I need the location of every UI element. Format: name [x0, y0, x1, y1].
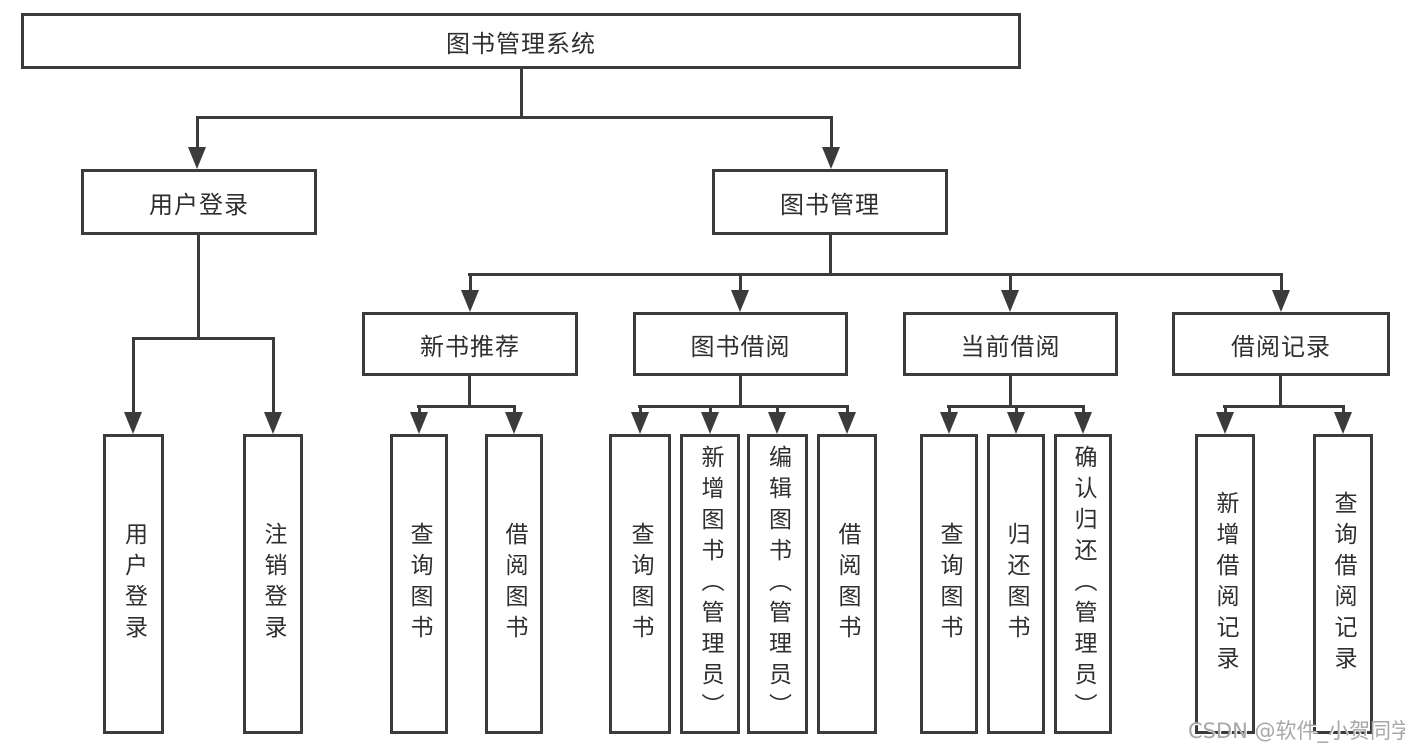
connector-book-borrow-vline — [739, 376, 742, 405]
arrow-to-current-borrow — [1001, 273, 1019, 312]
connector-new-book-recommend-hline — [417, 405, 516, 408]
arrow-to-new-book-recommend — [461, 273, 479, 312]
arrow-to-book-borrow — [731, 273, 749, 312]
connector-current-borrow-vline — [1009, 376, 1012, 405]
arrow-to-query-borrow-record — [1334, 405, 1352, 434]
connector-new-book-recommend-vline — [468, 376, 471, 405]
leaf-confirm-return-admin: 确认归还（管理员） — [1054, 434, 1112, 734]
arrow-to-add-borrow-record — [1216, 405, 1234, 434]
leaf-query-books-current-label: 查询图书 — [936, 522, 962, 646]
leaf-return-books: 归还图书 — [987, 434, 1045, 734]
arrow-to-query-books-current — [940, 405, 958, 434]
leaf-query-books-borrow: 查询图书 — [609, 434, 671, 734]
node-library-system: 图书管理系统 — [21, 13, 1021, 69]
leaf-user-login: 用户登录 — [103, 434, 164, 734]
node-new-book-recommend: 新书推荐 — [362, 312, 578, 376]
arrow-to-borrow-books-recommend — [505, 405, 523, 434]
leaf-add-borrow-record: 新增借阅记录 — [1195, 434, 1255, 734]
node-user-login: 用户登录 — [81, 169, 317, 235]
connector-book-borrow-hline — [638, 405, 849, 408]
leaf-edit-books-admin-label: 编辑图书（管理员） — [764, 444, 791, 724]
arrow-to-borrow-books — [838, 405, 856, 434]
leaf-borrow-books-recommend: 借阅图书 — [485, 434, 543, 734]
leaf-add-books-admin-label: 新增图书（管理员） — [697, 444, 723, 724]
arrow-to-user-login — [188, 116, 206, 169]
arrow-to-add-books-admin — [701, 405, 719, 434]
node-book-management: 图书管理 — [712, 169, 948, 235]
leaf-borrow-books: 借阅图书 — [817, 434, 877, 734]
connector-book-management-vline — [829, 235, 832, 273]
node-new-book-recommend-label: 新书推荐 — [420, 332, 520, 361]
node-current-borrow: 当前借阅 — [903, 312, 1118, 376]
leaf-return-books-label: 归还图书 — [1003, 522, 1029, 646]
connector-user-login-hline — [132, 337, 275, 340]
arrow-to-borrow-records — [1272, 273, 1290, 312]
node-book-borrow-label: 图书借阅 — [690, 332, 791, 361]
arrow-to-confirm-return-admin — [1074, 405, 1092, 434]
arrow-to-return-books — [1007, 405, 1025, 434]
leaf-borrow-books-recommend-label: 借阅图书 — [501, 522, 527, 646]
leaf-query-books-borrow-label: 查询图书 — [627, 522, 653, 646]
arrow-to-book-management — [822, 116, 840, 169]
leaf-confirm-return-admin-label: 确认归还（管理员） — [1070, 444, 1096, 724]
arrow-to-query-books-recommend — [410, 405, 428, 434]
leaf-query-borrow-record-label: 查询借阅记录 — [1330, 491, 1356, 677]
csdn-watermark: CSDN @软件_小贺同学 — [1188, 719, 1405, 743]
leaf-add-books-admin: 新增图书（管理员） — [680, 434, 740, 734]
connector-root-hline — [196, 116, 833, 119]
connector-user-login-vline — [197, 235, 200, 337]
leaf-add-borrow-record-label: 新增借阅记录 — [1212, 491, 1238, 677]
arrow-to-leaf-user-login — [124, 337, 142, 434]
arrow-to-leaf-logout — [264, 337, 282, 434]
connector-borrow-records-hline — [1223, 405, 1345, 408]
node-book-management-label: 图书管理 — [780, 190, 880, 219]
leaf-query-books-current: 查询图书 — [920, 434, 978, 734]
node-borrow-records: 借阅记录 — [1172, 312, 1390, 376]
leaf-query-books-recommend-label: 查询图书 — [406, 522, 432, 646]
leaf-query-borrow-record: 查询借阅记录 — [1313, 434, 1373, 734]
connector-book-management-hline — [468, 273, 1282, 276]
arrow-to-query-books-borrow — [631, 405, 649, 434]
leaf-borrow-books-label: 借阅图书 — [834, 522, 860, 646]
leaf-logout-label: 注销登录 — [260, 522, 286, 646]
node-user-login-label: 用户登录 — [149, 190, 249, 219]
leaf-user-login-label: 用户登录 — [120, 522, 147, 646]
node-library-system-label: 图书管理系统 — [446, 29, 596, 58]
leaf-logout: 注销登录 — [243, 434, 303, 734]
arrow-to-edit-books-admin — [768, 405, 786, 434]
leaf-query-books-recommend: 查询图书 — [390, 434, 448, 734]
leaf-edit-books-admin: 编辑图书（管理员） — [747, 434, 808, 734]
node-book-borrow: 图书借阅 — [633, 312, 848, 376]
connector-root-vline — [520, 69, 523, 116]
node-borrow-records-label: 借阅记录 — [1231, 332, 1331, 361]
connector-borrow-records-vline — [1279, 376, 1282, 405]
node-current-borrow-label: 当前借阅 — [960, 332, 1061, 361]
